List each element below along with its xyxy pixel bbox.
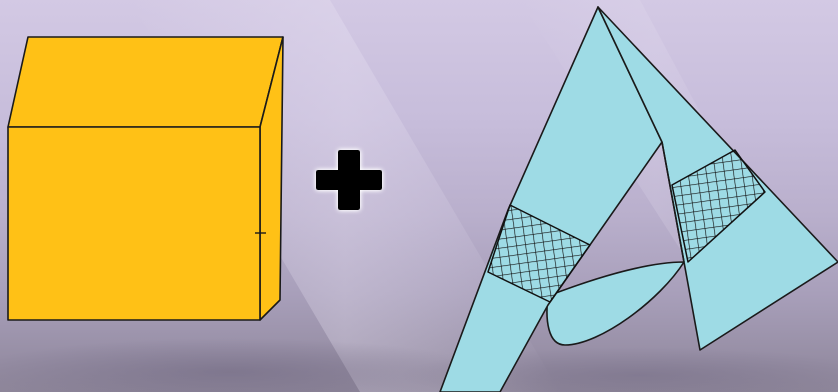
cube-front-face: [7, 126, 261, 321]
letter-a-shape: [439, 6, 838, 392]
plus-icon: [316, 150, 382, 210]
letter-a-crossbar: [546, 261, 685, 346]
letter-a-inner-notch: [661, 141, 685, 263]
cube-shape: [7, 36, 284, 321]
crosshatch-band: [671, 149, 766, 263]
cube-top-face: [7, 36, 284, 128]
floor-shadow: [0, 338, 490, 392]
crosshatch-band: [487, 204, 591, 303]
